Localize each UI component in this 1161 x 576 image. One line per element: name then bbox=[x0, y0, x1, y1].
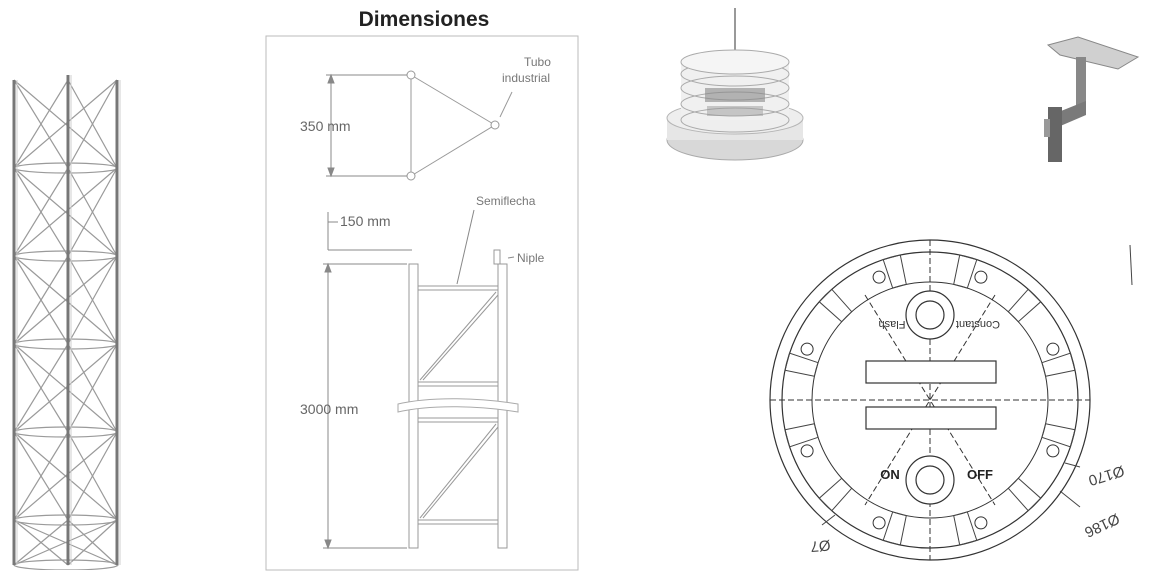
mounting-bracket-drawing bbox=[1044, 36, 1140, 162]
base-plate-drawing: Flash Constant ON OFF Ø170 Ø186 Ø7 bbox=[760, 225, 1160, 571]
label-diameter-7: Ø7 bbox=[810, 536, 831, 555]
label-tubo-line1: Tubo bbox=[524, 55, 551, 69]
bracket-upright bbox=[1076, 57, 1086, 107]
beacon-light-drawing bbox=[666, 8, 804, 161]
mounting-hole bbox=[974, 516, 988, 530]
mounting-hole bbox=[872, 516, 886, 530]
label-3000-mm: 3000 mm bbox=[300, 401, 358, 417]
label-diameter-170: Ø170 bbox=[1086, 462, 1126, 489]
label-flash: Flash bbox=[879, 318, 906, 330]
semiflecha-leader-line bbox=[456, 209, 475, 285]
tubo-leader-line bbox=[499, 91, 513, 118]
label-on: ON bbox=[880, 467, 900, 482]
bracket-top-plate bbox=[1046, 36, 1140, 70]
mounting-hole bbox=[800, 444, 814, 458]
dimension-350 bbox=[326, 73, 407, 178]
label-tubo-line2: industrial bbox=[502, 71, 550, 85]
mounting-hole bbox=[1046, 444, 1060, 458]
mounting-hole bbox=[1046, 342, 1060, 356]
niple-stub bbox=[493, 249, 501, 265]
dimension-150 bbox=[327, 212, 412, 251]
dimensions-svg: Dimensiones Tubo industrial 350 mm bbox=[265, 8, 579, 571]
dimensions-title: Dimensiones bbox=[359, 8, 490, 31]
mounting-hole bbox=[974, 270, 988, 284]
tower-section-image bbox=[0, 70, 130, 571]
niple-leader-line bbox=[507, 256, 515, 259]
upper-label-slot bbox=[865, 360, 997, 384]
label-diameter-186: Ø186 bbox=[1082, 510, 1122, 541]
dimension-leaders bbox=[821, 244, 1133, 526]
drawing-frame bbox=[265, 35, 579, 571]
label-niple: Niple bbox=[517, 251, 545, 265]
label-150-mm: 150 mm bbox=[340, 213, 391, 229]
base-plate-svg: Flash Constant ON OFF Ø170 Ø186 Ø7 bbox=[769, 239, 1133, 561]
tower-legs bbox=[12, 75, 119, 565]
mounting-hole bbox=[800, 342, 814, 356]
lower-label-slot bbox=[865, 406, 997, 430]
bottom-switch-inner bbox=[915, 465, 945, 495]
mounting-bracket-image bbox=[1030, 35, 1145, 170]
section-break bbox=[397, 398, 519, 413]
beacon-light-image bbox=[655, 0, 815, 175]
cross-section-triangle bbox=[406, 70, 513, 181]
bracket-arm bbox=[1056, 101, 1086, 127]
center-lines bbox=[770, 240, 1090, 560]
mounting-hole bbox=[872, 270, 886, 284]
label-350-mm: 350 mm bbox=[300, 118, 351, 134]
label-semiflecha: Semiflecha bbox=[476, 194, 536, 208]
beacon-led-band bbox=[705, 88, 765, 102]
top-switch-inner bbox=[915, 300, 945, 330]
dimension-3000 bbox=[323, 262, 407, 550]
tower-section-drawing bbox=[12, 75, 121, 571]
label-off: OFF bbox=[967, 467, 993, 482]
bracket-wall-plate bbox=[1048, 107, 1062, 162]
dimensions-drawing: Dimensiones Tubo industrial 350 mm bbox=[262, 0, 582, 571]
label-constant: Constant bbox=[956, 318, 1000, 330]
